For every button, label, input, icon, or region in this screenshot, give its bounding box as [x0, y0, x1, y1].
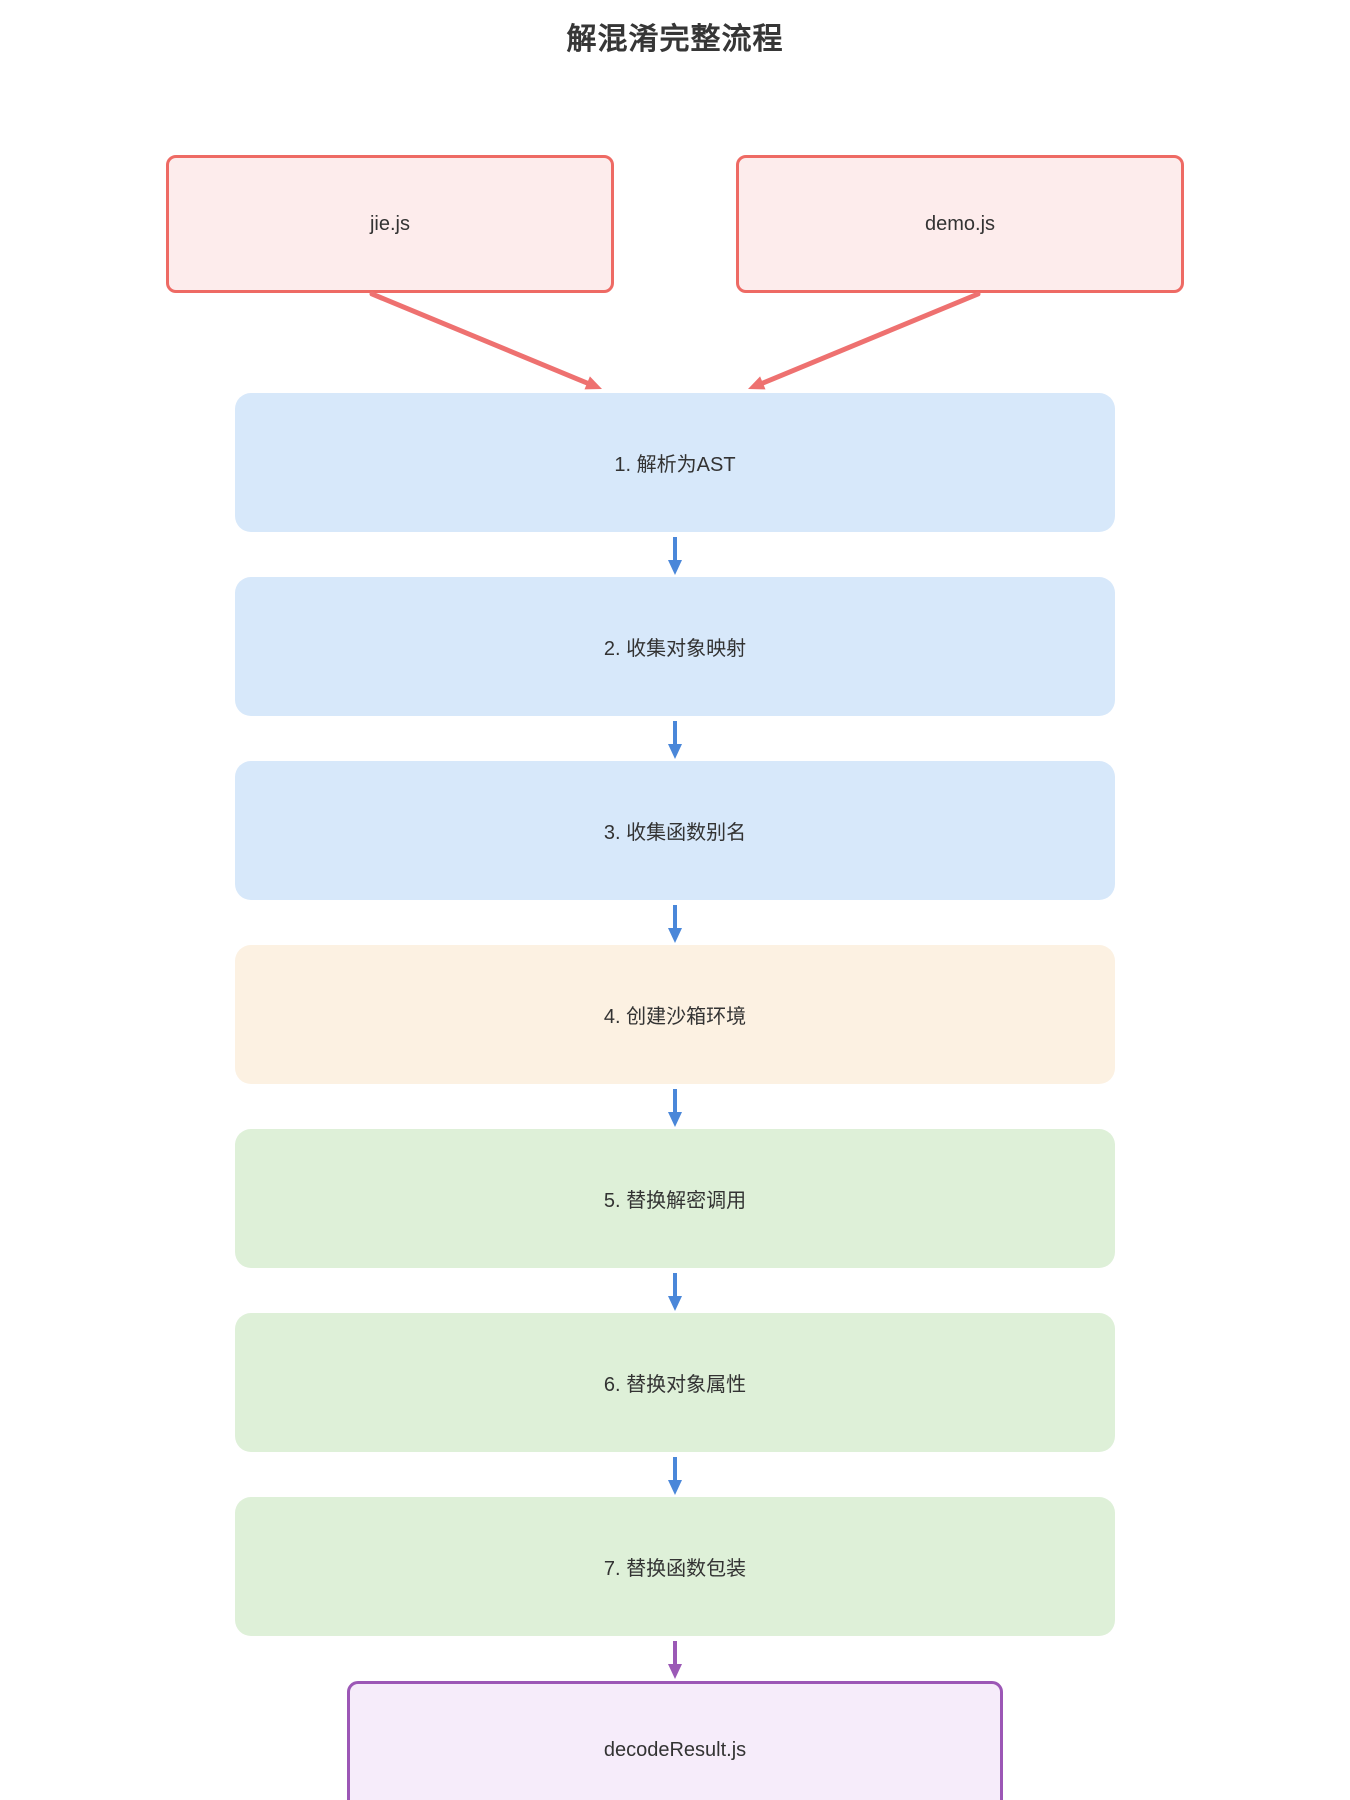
- step-label-2: 2. 收集对象映射: [603, 638, 747, 660]
- step-label-5: 5. 替换解密调用: [603, 1190, 747, 1212]
- source-box-demo: demo.js: [736, 155, 1184, 293]
- step-box-4: 4. 创建沙箱环境: [235, 945, 1115, 1084]
- arrow-down-icon: [668, 1089, 682, 1127]
- input-arrow-left-icon: [369, 291, 602, 390]
- result-box: decodeResult.js: [347, 1681, 1003, 1800]
- step-label-4: 4. 创建沙箱环境: [603, 1006, 747, 1028]
- step-box-3: 3. 收集函数别名: [235, 761, 1115, 900]
- input-arrow-right-icon: [748, 291, 981, 390]
- page-title: 解混淆完整流程: [566, 23, 784, 56]
- result-label: decodeResult.js: [603, 1738, 747, 1761]
- arrow-down-result-icon: [668, 1641, 682, 1679]
- arrow-down-icon: [668, 537, 682, 575]
- source-label-demo: demo.js: [924, 212, 996, 235]
- step-box-2: 2. 收集对象映射: [235, 577, 1115, 716]
- step-label-6: 6. 替换对象属性: [603, 1374, 747, 1396]
- step-label-3: 3. 收集函数别名: [603, 822, 747, 844]
- step-box-6: 6. 替换对象属性: [235, 1313, 1115, 1452]
- step-box-7: 7. 替换函数包装: [235, 1497, 1115, 1636]
- step-box-1: 1. 解析为AST: [235, 393, 1115, 532]
- arrow-down-icon: [668, 721, 682, 759]
- arrow-down-icon: [668, 1457, 682, 1495]
- arrow-down-icon: [668, 905, 682, 943]
- arrow-down-icon: [668, 1273, 682, 1311]
- source-label-jie: jie.js: [369, 212, 410, 235]
- source-box-jie: jie.js: [166, 155, 614, 293]
- step-box-5: 5. 替换解密调用: [235, 1129, 1115, 1268]
- step-label-7: 7. 替换函数包装: [603, 1558, 747, 1580]
- step-label-1: 1. 解析为AST: [614, 454, 736, 476]
